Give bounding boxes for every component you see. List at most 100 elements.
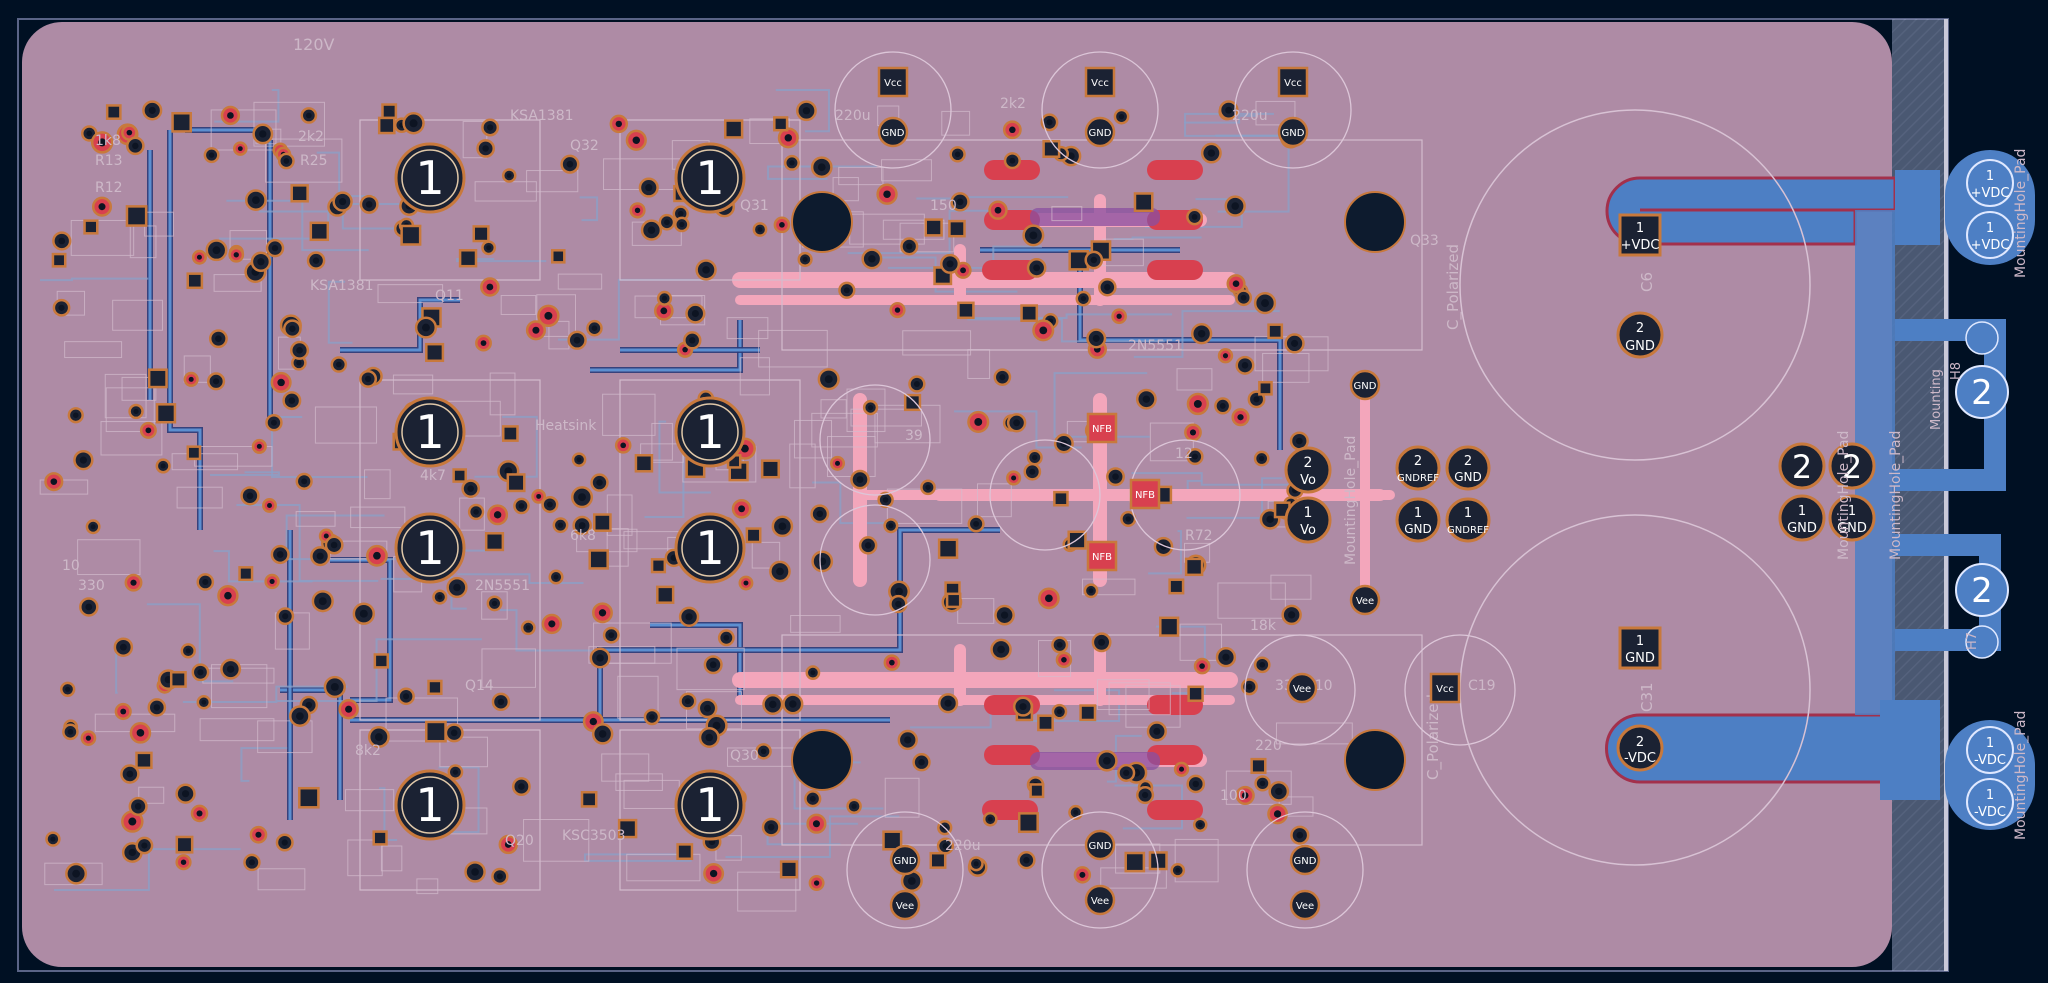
component-label: Q14	[465, 678, 494, 694]
pad-drill	[1103, 756, 1111, 765]
pad-drill	[269, 578, 275, 584]
pad-drill	[987, 816, 993, 822]
pad-drill	[596, 479, 603, 486]
pad-drill	[50, 836, 56, 842]
svg-text:1: 1	[1798, 504, 1806, 519]
pad-drill	[767, 823, 775, 831]
pad-mid-gnd-c[interactable]: 1 GND	[1778, 494, 1826, 542]
svg-text:1: 1	[695, 521, 724, 575]
square-pad	[1133, 192, 1154, 213]
svg-text:GND: GND	[1294, 856, 1317, 867]
svg-text:Vcc: Vcc	[1436, 684, 1454, 695]
mounting-pad[interactable]: 1	[674, 142, 746, 214]
svg-text:1: 1	[1986, 169, 1994, 184]
pad-drill	[305, 701, 313, 709]
mounting-pad[interactable]: 1	[674, 769, 746, 841]
component-outline	[536, 294, 577, 337]
pad-drill	[1197, 329, 1206, 338]
supply-pad-vcc: Vcc	[1084, 66, 1116, 98]
pad-drill	[608, 632, 615, 639]
conn-pad-vplus-1[interactable]: 1 +VDC	[1966, 159, 2014, 207]
mount-hole-pad-h8[interactable]: 2	[1955, 365, 2009, 419]
mounting-pad[interactable]: 1	[394, 769, 466, 841]
svg-text:1: 1	[415, 778, 444, 832]
conn-pad-vplus-2[interactable]: 1 +VDC	[1966, 211, 2014, 259]
component-label: 8k2	[355, 743, 381, 759]
pad-drill	[486, 283, 494, 291]
pad-vplus[interactable]: 1 +VDC	[1618, 213, 1662, 257]
pad-mid-2a[interactable]: 2	[1778, 442, 1826, 490]
mount-hole-ring-1	[1965, 321, 1999, 355]
component-label: KSA1381	[310, 278, 374, 294]
mounting-pad[interactable]: 1	[394, 512, 466, 584]
mounting-pad[interactable]: 1	[394, 142, 466, 214]
pad-drill	[226, 665, 235, 673]
thin-trace	[379, 787, 398, 842]
mounting-pad[interactable]: 1	[674, 512, 746, 584]
pad-gnd-b[interactable]: 1 GND	[1395, 497, 1441, 543]
component-label: 2N5551	[1128, 338, 1183, 354]
pad-drill	[973, 861, 979, 867]
component-outline	[850, 408, 922, 427]
smd-pad	[984, 745, 1040, 765]
pad-drill	[1191, 214, 1198, 220]
svg-text:GND: GND	[1089, 841, 1112, 852]
thin-trace	[1030, 689, 1121, 722]
transistor-mounting-pads[interactable]: 1 1 1 1 1 1 1 1	[394, 142, 746, 841]
pad-drill	[276, 551, 284, 558]
smd-pad	[1147, 260, 1203, 280]
pad-gnd-mid[interactable]: 1 GND	[1618, 626, 1662, 670]
pad-vminus[interactable]: 2 -VDC	[1616, 724, 1664, 772]
pad-drill	[573, 336, 581, 344]
component-outline	[941, 110, 971, 136]
component-outline	[902, 330, 972, 356]
pad-gnd-top[interactable]: 2 GND	[1616, 311, 1664, 359]
component-outline	[171, 453, 239, 471]
pad-vo-2[interactable]: 2 Vo	[1284, 446, 1332, 494]
pad-drill	[868, 255, 876, 263]
square-pad	[425, 720, 447, 743]
pad-mid-2b[interactable]: 2	[1828, 442, 1876, 490]
pad-gnd-a[interactable]: 2 GND	[1445, 445, 1491, 491]
svg-text:GND: GND	[1089, 128, 1112, 139]
square-pad	[760, 459, 780, 479]
pad-drill	[288, 397, 296, 404]
capacitor-outlines	[819, 51, 1516, 929]
conn-pad-vminus-2[interactable]: 1 -VDC	[1966, 778, 2014, 826]
mount-hole-pad-h7[interactable]: 2	[1955, 563, 2009, 617]
pad-gndref-a[interactable]: 2 GNDREF	[1395, 445, 1441, 491]
component-label: 10	[62, 558, 80, 574]
component-outline	[526, 170, 579, 193]
pad-drill	[738, 505, 746, 513]
conn-pad-vminus-1[interactable]: 1 -VDC	[1966, 726, 2014, 774]
pad-gndref-b[interactable]: 1 GNDREF	[1445, 497, 1491, 543]
pad-drill	[296, 712, 304, 720]
pad-drill	[188, 376, 194, 382]
label-c31: C31	[1638, 682, 1656, 712]
svg-text:1: 1	[1636, 221, 1644, 236]
component-outline	[64, 341, 123, 359]
pad-drill	[1073, 809, 1079, 815]
pad-drill	[496, 873, 503, 880]
back-trace	[350, 528, 1000, 722]
square-pad	[309, 221, 330, 242]
pad-drill	[197, 669, 204, 676]
mounting-pad[interactable]: 1	[394, 396, 466, 468]
pad-drill	[312, 257, 320, 264]
square-pad	[957, 301, 975, 320]
component-outline	[739, 357, 770, 396]
svg-text:1: 1	[415, 521, 444, 575]
component-outline	[138, 786, 165, 804]
pad-drill	[506, 173, 512, 178]
pad-vo-1[interactable]: 1 Vo	[1284, 496, 1332, 544]
square-pad	[948, 219, 966, 238]
component-outline	[105, 387, 155, 433]
pad-mid-gnd-d[interactable]: 1 GND	[1828, 494, 1876, 542]
pad-drill	[812, 820, 820, 828]
square-pad	[125, 205, 148, 227]
mounting-pad[interactable]: 1	[674, 396, 746, 468]
pad-drill	[233, 252, 239, 258]
pad-drill	[248, 859, 255, 866]
pad-drill	[784, 134, 792, 142]
